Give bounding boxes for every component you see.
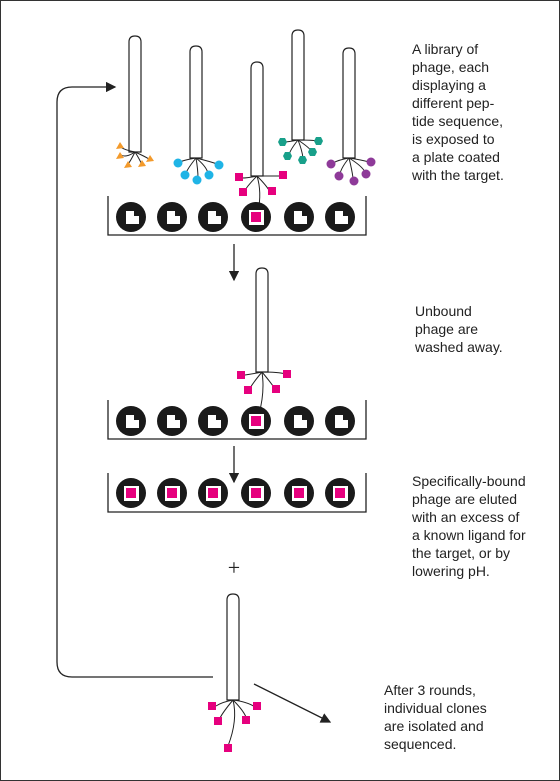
phage-magenta-bound: [235, 61, 287, 213]
plate-1: [107, 196, 367, 236]
phage-blue: [173, 45, 224, 185]
caption-library: A library of phage, each displaying a di…: [412, 41, 504, 183]
caption-eluted: Specifically-bound phage are eluted with…: [412, 473, 526, 579]
plate-3: [107, 473, 367, 513]
phage-magenta-remaining: [237, 267, 291, 415]
caption-unbound: Unbound phage are washed away.: [415, 303, 503, 355]
caption-rounds: After 3 rounds, individual clones are is…: [384, 682, 487, 752]
phage-eluted: [208, 593, 261, 752]
arrow-to-clones-icon: [253, 683, 332, 723]
phage-purple: [326, 47, 376, 186]
plate-2: [107, 400, 367, 440]
phage-orange: [116, 35, 154, 168]
phage-teal: [278, 29, 323, 164]
plus-sign: +: [228, 555, 240, 580]
loop-arrow-icon: [56, 81, 213, 678]
